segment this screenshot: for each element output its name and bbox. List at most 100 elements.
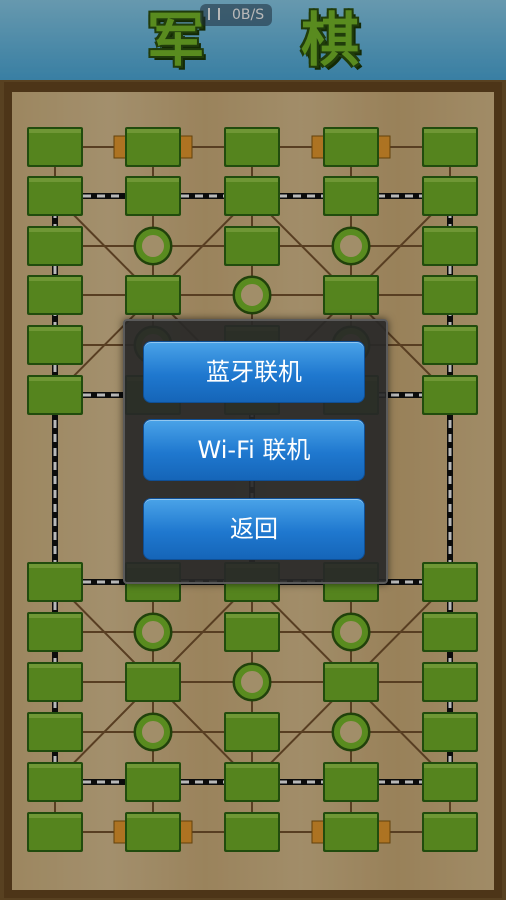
game-piece (424, 814, 476, 818)
game-piece (29, 714, 81, 718)
network-speed-text: 0B/S (232, 7, 265, 23)
camp-ring (334, 615, 368, 649)
game-piece (424, 664, 476, 700)
game-piece (325, 277, 377, 281)
wifi-connect-button[interactable]: Wi-Fi 联机 (143, 419, 365, 481)
game-piece (226, 764, 278, 800)
game-piece (424, 178, 476, 214)
game-piece (424, 714, 476, 750)
game-piece (29, 714, 81, 750)
game-piece (29, 614, 81, 618)
game-piece (29, 564, 81, 600)
game-piece (226, 764, 278, 768)
game-piece (29, 327, 81, 363)
game-piece (424, 327, 476, 363)
game-piece (29, 228, 81, 232)
network-speed-indicator: 0B/S (200, 4, 273, 26)
game-piece (127, 178, 179, 214)
game-piece (325, 764, 377, 800)
game-piece (424, 228, 476, 232)
game-piece (29, 564, 81, 568)
game-piece (424, 614, 476, 618)
game-piece (226, 129, 278, 133)
game-piece (29, 664, 81, 668)
game-piece (127, 277, 179, 281)
game-piece (424, 129, 476, 165)
game-piece (325, 664, 377, 668)
pause-icon (208, 8, 220, 20)
game-piece (226, 814, 278, 850)
game-piece (29, 814, 81, 818)
camp-ring (136, 615, 170, 649)
game-piece (325, 129, 377, 133)
game-piece (424, 178, 476, 182)
game-piece (127, 664, 179, 668)
camp-ring (235, 665, 269, 699)
game-piece (29, 814, 81, 850)
game-piece (127, 764, 179, 768)
header-bar: 军 棋 0B/S (0, 0, 506, 80)
game-piece (226, 178, 278, 214)
game-piece (325, 814, 377, 818)
game-piece (424, 764, 476, 768)
game-piece (325, 129, 377, 165)
game-piece (226, 178, 278, 182)
game-piece (29, 178, 81, 214)
game-piece (29, 129, 81, 165)
game-piece (325, 178, 377, 182)
game-piece (325, 178, 377, 214)
game-piece (29, 178, 81, 182)
game-piece (29, 277, 81, 281)
game-piece (127, 129, 179, 165)
game-piece (127, 178, 179, 182)
game-piece (127, 277, 179, 313)
game-piece (424, 564, 476, 568)
game-piece (127, 814, 179, 818)
game-piece (29, 614, 81, 650)
game-piece (424, 664, 476, 668)
game-piece (226, 614, 278, 650)
game-piece (29, 129, 81, 133)
game-piece (127, 129, 179, 133)
game-piece (424, 327, 476, 331)
game-piece (29, 764, 81, 800)
game-piece (325, 814, 377, 850)
game-piece (226, 228, 278, 232)
game-piece (29, 377, 81, 413)
game-piece (424, 814, 476, 850)
game-piece (424, 764, 476, 800)
game-piece (29, 377, 81, 381)
game-piece (127, 814, 179, 850)
game-piece (424, 277, 476, 281)
game-piece (226, 228, 278, 264)
game-piece (127, 664, 179, 700)
game-piece (226, 714, 278, 718)
game-piece (424, 228, 476, 264)
game-piece (226, 614, 278, 618)
game-piece (29, 327, 81, 331)
game-piece (29, 664, 81, 700)
camp-ring (334, 715, 368, 749)
game-piece (127, 764, 179, 800)
camp-ring (334, 229, 368, 263)
game-piece (226, 714, 278, 750)
game-piece (29, 277, 81, 313)
game-piece (424, 377, 476, 413)
game-piece (226, 129, 278, 165)
camp-ring (235, 278, 269, 312)
back-button[interactable]: 返回 (143, 498, 365, 560)
game-piece (325, 764, 377, 768)
game-piece (424, 714, 476, 718)
game-piece (226, 814, 278, 818)
online-mode-dialog: 蓝牙联机 Wi-Fi 联机 返回 (123, 319, 388, 584)
bluetooth-connect-button[interactable]: 蓝牙联机 (143, 341, 365, 403)
game-piece (424, 129, 476, 133)
camp-ring (136, 715, 170, 749)
game-piece (424, 564, 476, 600)
game-piece (29, 764, 81, 768)
game-piece (424, 614, 476, 650)
game-piece (325, 664, 377, 700)
game-piece (325, 277, 377, 313)
game-piece (424, 377, 476, 381)
game-piece (29, 228, 81, 264)
